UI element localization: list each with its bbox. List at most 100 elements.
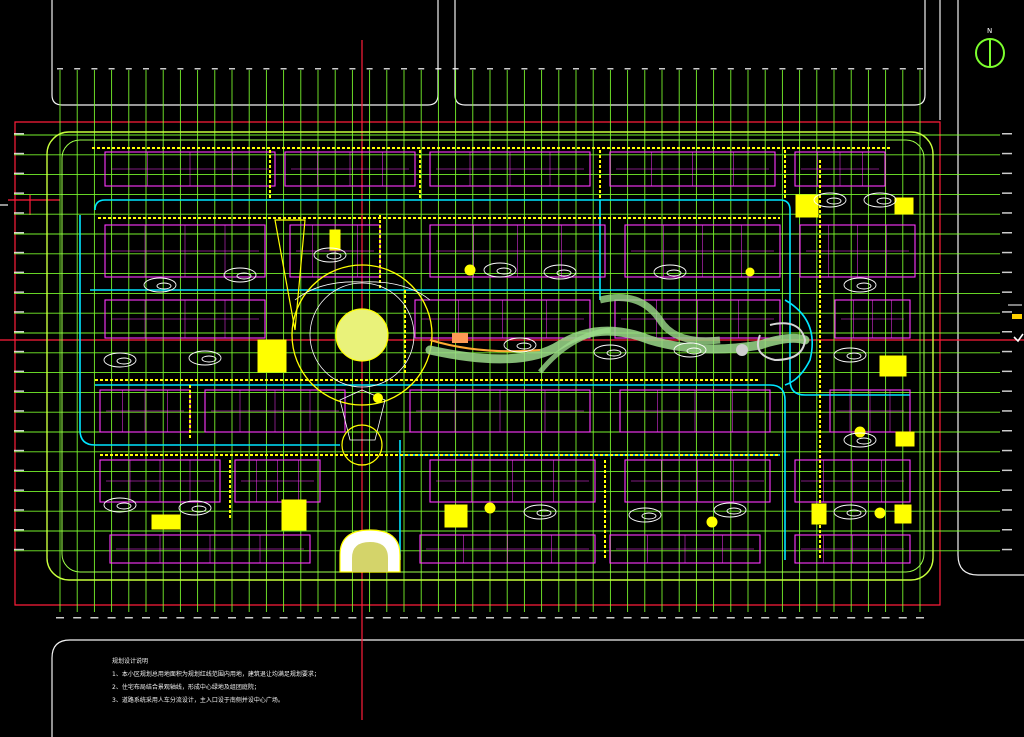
grid-tick-bottom — [554, 617, 563, 619]
grid-tick-left — [14, 430, 24, 432]
grid-tick-bottom — [434, 617, 443, 619]
grid-tick-top — [349, 68, 356, 70]
garden-bed — [713, 502, 747, 518]
grid-tick-top — [590, 68, 597, 70]
grid-tick-top — [538, 68, 545, 70]
grid-tick-left — [14, 311, 24, 313]
grid-tick-top — [263, 68, 270, 70]
grid-tick-labels — [14, 68, 1012, 619]
grid-tick-bottom — [795, 617, 804, 619]
garden-bed — [523, 504, 557, 520]
grid-tick-bottom — [744, 617, 752, 619]
grid-tick-right — [1002, 529, 1012, 531]
grid-tick-right — [1002, 192, 1012, 194]
grid-tick-top — [143, 68, 149, 70]
grid-tick-top — [487, 68, 493, 70]
grid-tick-left — [14, 331, 24, 333]
garden-bed-inner — [666, 269, 682, 277]
grid-tick-top — [504, 68, 511, 70]
grid-tick-bottom — [589, 617, 598, 619]
checkmark-icon — [1013, 333, 1024, 343]
amenity-block — [329, 229, 341, 251]
grid-tick-bottom — [623, 617, 632, 619]
grid-tick-top — [865, 68, 872, 70]
amenity-block — [811, 503, 827, 525]
grid-tick-top — [796, 68, 803, 70]
grid-tick-top — [762, 68, 769, 70]
garden-bed — [543, 264, 577, 280]
grid-tick-bottom — [847, 617, 856, 619]
garden-bed — [673, 342, 707, 358]
garden-bed — [483, 262, 517, 278]
grid-tick-right — [1002, 370, 1012, 373]
grid-tick-right — [1002, 291, 1012, 293]
garden-bed — [223, 267, 257, 283]
grid-tick-top — [727, 68, 734, 70]
grid-tick-top — [91, 68, 98, 70]
grid-tick-bottom — [142, 617, 150, 619]
grid-tick-top — [641, 68, 648, 70]
grid-tick-top — [882, 68, 889, 70]
garden-bed-inner — [116, 502, 132, 510]
grid-tick-top — [211, 68, 218, 70]
grid-tick-bottom — [210, 617, 219, 619]
grid-tick-top — [831, 68, 837, 70]
grid-tick-right — [1002, 331, 1012, 333]
grid-tick-top — [452, 68, 459, 70]
grid-tick-bottom — [124, 617, 133, 619]
garden-bed-inner — [856, 437, 872, 445]
grid-tick-top — [332, 68, 339, 70]
grid-tick-top — [848, 68, 855, 70]
grid-tick-bottom — [228, 617, 236, 619]
grid-tick-left — [14, 212, 24, 214]
garden-bed — [628, 507, 662, 523]
grid-tick-left — [14, 509, 24, 511]
garden-bed-inner — [326, 252, 342, 260]
grid-tick-left — [14, 251, 24, 254]
garden-bed-inner — [536, 509, 552, 517]
grid-tick-top — [659, 68, 665, 70]
grid-tick-top — [521, 68, 528, 70]
garden-features — [103, 192, 897, 523]
amenity-block — [281, 499, 307, 531]
grid-tick-bottom — [90, 617, 99, 619]
amenity-block — [894, 504, 912, 524]
grid-tick-top — [469, 68, 476, 70]
garden-bed — [843, 432, 877, 448]
grid-tick-top — [813, 68, 820, 70]
grid-tick-top — [624, 68, 631, 70]
garden-bed — [813, 192, 847, 208]
grid-tick-bottom — [537, 617, 546, 619]
amenity-marker — [706, 516, 718, 528]
grid-tick-top — [108, 68, 115, 70]
garden-bed-inner — [191, 505, 207, 513]
grid-tick-bottom — [761, 617, 770, 619]
grid-tick-top — [418, 68, 425, 70]
garden-bed — [103, 352, 137, 368]
grid-tick-bottom — [658, 617, 666, 619]
grid-tick-bottom — [812, 617, 821, 619]
grid-tick-bottom — [56, 617, 64, 619]
grid-tick-bottom — [709, 617, 718, 619]
design-note-line-3: 3、道路系统采用人车分流设计，主入口设于南侧并设中心广场。 — [112, 697, 284, 704]
grid-tick-left — [14, 390, 24, 392]
grid-tick-left — [14, 133, 24, 135]
design-note-line-2: 2、住宅布局结合景观轴线，形成中心绿地及组团庭院； — [112, 684, 260, 691]
grid-tick-top — [246, 68, 253, 70]
grid-tick-top — [177, 68, 184, 70]
grid-tick-bottom — [262, 617, 271, 619]
grid-tick-bottom — [468, 617, 477, 619]
garden-bed — [833, 347, 867, 363]
design-notes: 规划设计说明 1、本小区规划总用地面积为规划红线范围内用地，建筑退让均满足规划要… — [112, 655, 432, 707]
grid-tick-top — [125, 68, 132, 70]
garden-bed-inner — [606, 349, 622, 357]
amenity-marker — [874, 507, 886, 519]
grid-tick-left — [14, 410, 24, 412]
garden-bed-inner — [156, 282, 172, 290]
grid-tick-top — [280, 68, 287, 70]
grid-tick-top — [401, 68, 407, 70]
grid-tick-top — [194, 68, 201, 70]
amenity-block — [444, 504, 468, 528]
grid-tick-bottom — [692, 617, 701, 619]
